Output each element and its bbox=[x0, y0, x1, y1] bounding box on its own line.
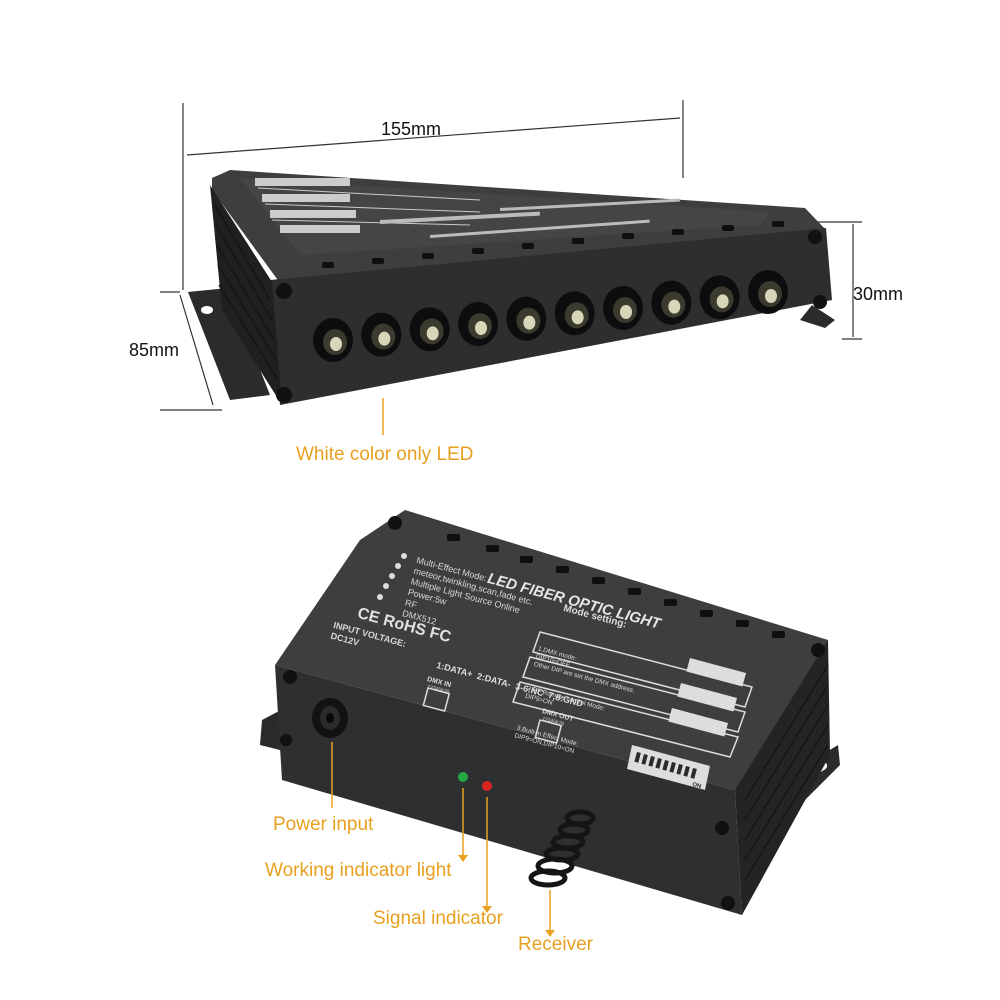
callout-white-led: White color only LED bbox=[296, 444, 474, 465]
fiber-output-port bbox=[603, 286, 643, 330]
fiber-output-port bbox=[361, 312, 402, 357]
receiver-antenna bbox=[528, 809, 596, 888]
signal-indicator-led bbox=[482, 781, 492, 791]
housing-right-side bbox=[735, 640, 830, 915]
power-input-jack bbox=[312, 698, 348, 738]
fiber-output-ports bbox=[313, 270, 788, 362]
panel-vent-holes bbox=[447, 534, 785, 638]
callout-working-indicator: Working indicator light bbox=[265, 860, 452, 881]
fiber-output-port bbox=[748, 270, 788, 314]
housing-front-face bbox=[270, 228, 832, 405]
fiber-output-port bbox=[554, 291, 595, 336]
mounting-flange-right bbox=[800, 305, 835, 328]
fiber-output-port bbox=[699, 275, 740, 320]
dimension-lines bbox=[160, 100, 862, 411]
front-vent-holes bbox=[322, 221, 784, 268]
dimension-height-label: 30mm bbox=[853, 284, 904, 304]
dmx-port-icons bbox=[422, 687, 563, 744]
fiber-output-port bbox=[458, 302, 498, 346]
dimension-width-label: 85mm bbox=[129, 340, 180, 360]
fiber-output-port bbox=[409, 307, 450, 352]
callout-lines bbox=[331, 742, 551, 930]
callout-signal-indicator: Signal indicator bbox=[373, 908, 503, 929]
working-indicator-led bbox=[458, 772, 468, 782]
fiber-output-port bbox=[651, 280, 692, 325]
mounting-flange-left bbox=[188, 288, 270, 400]
fiber-output-port bbox=[313, 318, 353, 362]
fiber-output-port bbox=[506, 296, 547, 341]
housing-side-face bbox=[210, 185, 282, 405]
callout-receiver: Receiver bbox=[518, 934, 593, 955]
callout-power-input: Power input bbox=[273, 814, 374, 835]
housing-front-panel bbox=[275, 665, 742, 915]
mode-setting-boxes bbox=[512, 631, 753, 758]
dimension-length-label: 155mm bbox=[381, 119, 442, 139]
dip-switch-panel bbox=[627, 658, 747, 790]
